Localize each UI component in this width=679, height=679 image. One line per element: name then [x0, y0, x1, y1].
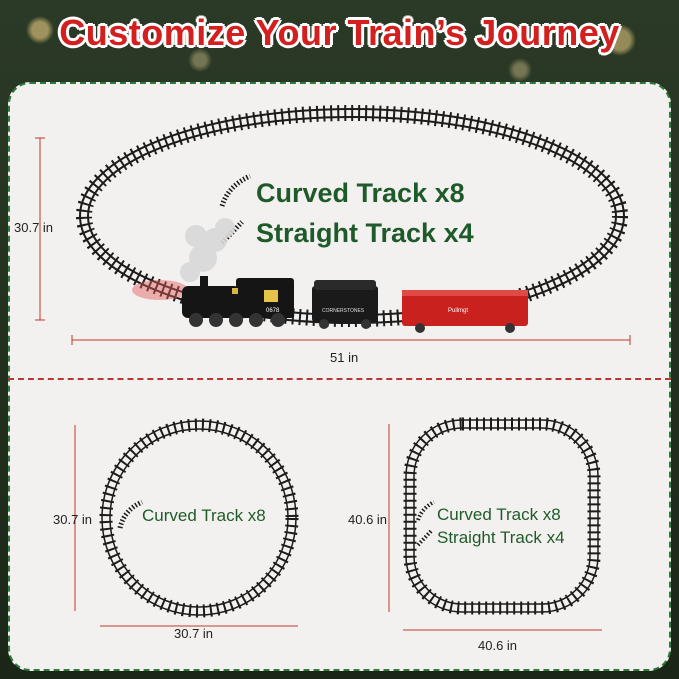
curved-track-piece-icon	[219, 173, 252, 207]
circle-curved-piece-icon	[117, 499, 144, 529]
page-title: Customize Your Train’s Journey	[59, 12, 620, 53]
steam-locomotive	[182, 276, 294, 327]
top-height-label: 30.7 in	[14, 220, 54, 235]
rounded-square-track	[403, 417, 601, 615]
locomotive-number: 0678	[266, 308, 280, 314]
section-divider	[8, 378, 671, 380]
headlight-glow	[132, 280, 188, 300]
top-straight-track-label: Straight Track x4	[256, 218, 474, 248]
top-curved-track-label: Curved Track x8	[256, 178, 465, 208]
square-width-label: 40.6 in	[478, 638, 518, 653]
top-width-dimension	[71, 335, 631, 345]
square-curved-track-label: Curved Track x8	[437, 505, 561, 524]
top-height-dimension	[35, 137, 45, 321]
tender-text: CORNERSTONES	[322, 308, 365, 314]
square-curved-piece-icon	[416, 500, 435, 521]
square-straight-track-label: Straight Track x4	[437, 528, 565, 547]
red-boxcar	[402, 290, 528, 333]
square-straight-piece-icon	[416, 528, 434, 547]
circle-curved-track-label: Curved Track x8	[142, 506, 266, 525]
circle-width-label: 30.7 in	[174, 626, 214, 641]
circle-height-label: 30.7 in	[53, 512, 93, 527]
top-width-label: 51 in	[330, 350, 359, 365]
coal-tender	[312, 280, 378, 329]
boxcar-text: Pullmgt	[448, 308, 468, 314]
steam-smoke	[180, 218, 235, 282]
square-height-label: 40.6 in	[348, 512, 388, 527]
circle-track	[99, 418, 299, 618]
